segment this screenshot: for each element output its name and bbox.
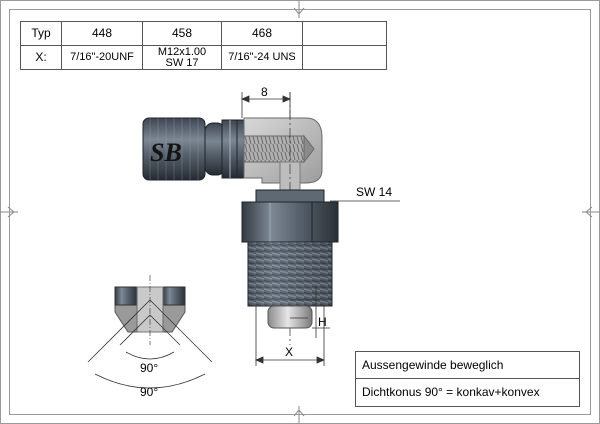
logo-text: SB [150,138,182,167]
dim-x-label: X [285,345,293,359]
dim-8 [240,92,292,118]
elbow-block [243,117,323,193]
hose-body: SB [142,117,245,181]
dim-h [312,286,330,338]
note-external-thread: Aussengewinde beweglich [362,358,504,372]
spec-value-row: X: 7/16"-20UNF M12x1.00 SW 17 7/16"-24 U… [20,45,387,70]
dim-x [254,306,326,366]
spec-value-empty [302,45,387,70]
note-sealing-cone: Dichtkonus 90° = konkav+konvex [356,378,579,405]
notes-box: Aussengewinde beweglich Dichtkonus 90° =… [355,351,580,407]
dim-sw14-label: SW 14 [356,185,392,199]
cone-inner-angle-label: 90° [140,361,158,375]
section-detail-nut [114,275,186,345]
spec-value-458-wrench: SW 17 [165,56,199,69]
threaded-body [247,241,333,329]
spec-value-468: 7/16"-24 UNS [221,45,303,70]
hex-nut [241,189,339,243]
cone-angle-dimensions [87,299,213,389]
spec-row-label: X: [20,45,62,70]
spec-value-458: M12x1.00 SW 17 [142,45,222,70]
spec-table: Typ 448 458 468 X: 7/16"-20UNF M12x1.00 … [20,21,387,70]
spec-value-458-thread: M12x1.00 [157,45,207,58]
dim-8-label: 8 [261,85,268,99]
cone-outer-angle-label: 90° [140,385,158,399]
spec-value-448: 7/16"-20UNF [61,45,143,70]
dim-h-label: H [318,315,327,329]
